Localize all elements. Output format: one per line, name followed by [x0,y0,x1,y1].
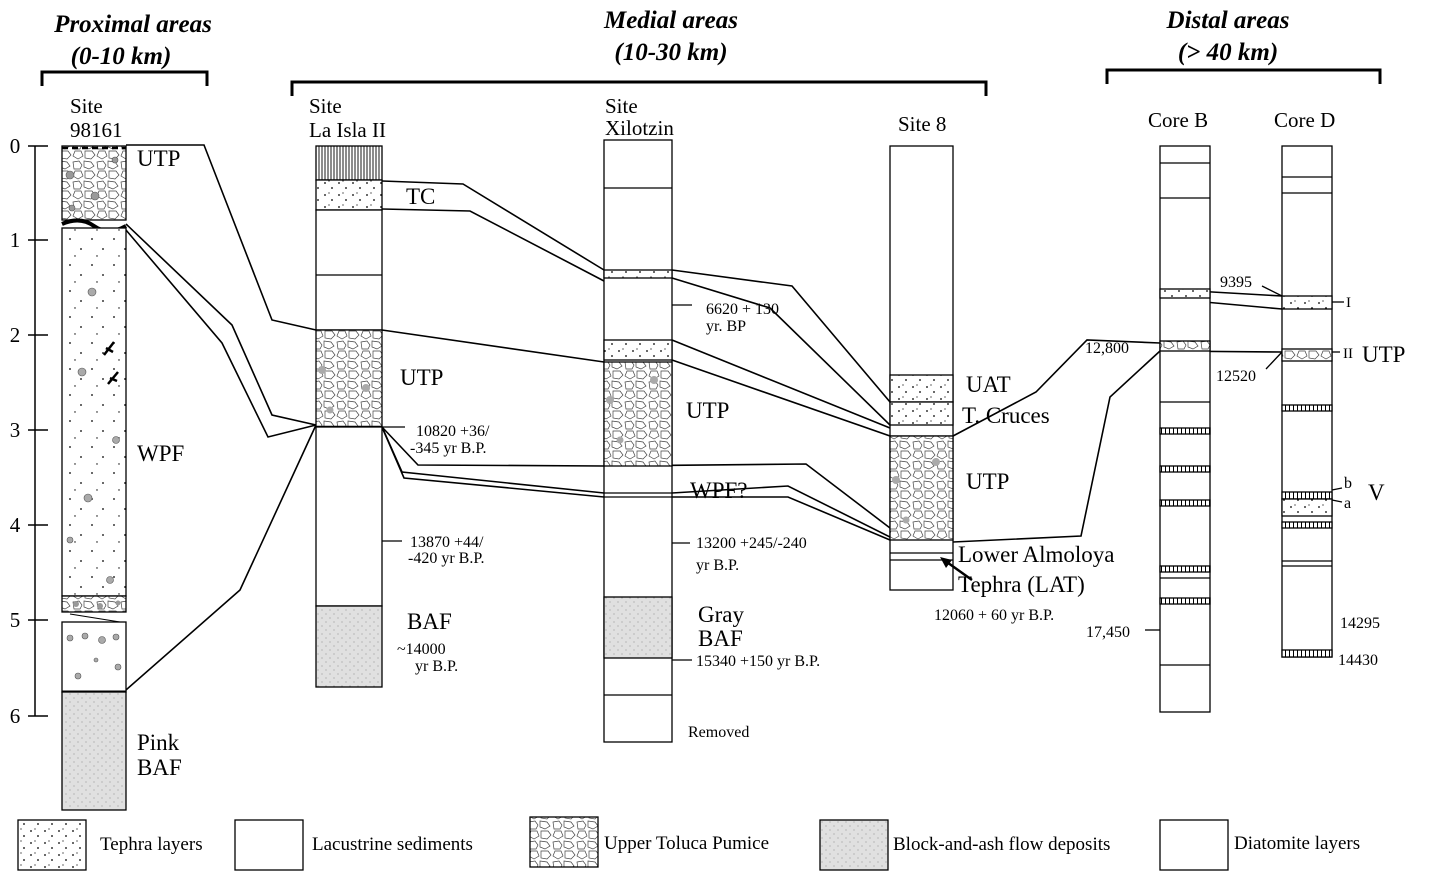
marker-a: a [1344,495,1351,512]
column-la-isla-ii: Site La Isla II TC UTP 10820 +36/ -345 y… [309,94,490,687]
date-6620: 6620 + 130 [706,301,779,318]
label-tc: TC [406,184,435,209]
label-tcruces: T. Cruces [962,403,1050,428]
svg-text:Lacustrine sediments: Lacustrine sediments [312,834,473,855]
label-utp-laisla: UTP [400,365,443,390]
marker-I: I [1346,295,1351,311]
svg-text:(10-30 km): (10-30 km) [614,39,727,66]
marker-II: II [1343,346,1353,362]
label-wpf-q: WPF? [690,478,748,503]
label-utp-xil: UTP [686,398,729,423]
svg-text:(0-10 km): (0-10 km) [71,43,172,70]
date-15340: 15340 +150 yr B.P. [696,653,820,670]
date-10820: 10820 +36/ [416,423,490,440]
legend: Tephra layers Lacustrine sediments Upper… [18,817,1360,870]
svg-text:Site 8: Site 8 [898,112,946,136]
date-17450: 17,450 [1086,624,1130,641]
column-site-8: Site 8 UAT T. Cruces UTP Lower Almoloya … [890,112,1115,624]
tick-5: 5 [10,608,21,632]
column-core-d: Core D 9395 12520 I II UTP b a V 14295 1… [1216,108,1405,669]
svg-text:(> 40 km): (> 40 km) [1178,39,1278,66]
svg-text:yr B.P.: yr B.P. [415,658,458,675]
column-site-98161: Site 98161 UTP WPF Pink BAF [62,94,184,810]
svg-text:Core B: Core B [1148,108,1208,132]
label-gray-baf: BAF [698,626,743,651]
svg-text:Diatomite layers: Diatomite layers [1234,833,1360,854]
svg-text:Medial areas: Medial areas [603,7,738,34]
legend-item-diatomite: Diatomite layers [1160,820,1360,870]
label-utp-cored: UTP [1362,342,1405,367]
label-gray: Gray [698,602,744,627]
tick-0: 0 [10,134,21,158]
svg-text:Site: Site [605,94,638,118]
date-12800: 12,800 [1085,340,1129,357]
distal-header: Distal areas (> 40 km) [1107,7,1380,84]
label-uat: UAT [966,372,1011,397]
date-9395: 9395 [1220,274,1252,291]
tick-3: 3 [10,418,21,442]
svg-text:Core D: Core D [1274,108,1335,132]
svg-text:98161: 98161 [70,118,123,142]
tick-1: 1 [10,228,21,252]
tick-6: 6 [10,704,21,728]
column-xilotzin: Site Xilotzin 6620 + 130 yr. BP UTP WPF?… [604,94,820,742]
label-lat: Lower Almoloya [958,542,1115,567]
proximal-header: Proximal areas (0-10 km) [42,11,212,86]
label-wpf: WPF [137,441,184,466]
label-removed: Removed [688,724,749,741]
svg-text:yr. BP: yr. BP [706,318,746,335]
label-pink-baf: BAF [137,755,182,780]
date-13200: 13200 +245/-240 [696,535,807,552]
svg-text:La Isla II: La Isla II [309,118,386,142]
date-12060: 12060 + 60 yr B.P. [934,607,1054,624]
depth-axis: 0 1 2 3 4 5 6 [10,134,48,728]
legend-item-lacustrine: Lacustrine sediments [235,820,473,870]
svg-text:Upper Toluca Pumice: Upper Toluca Pumice [604,833,769,854]
legend-item-baf: Block-and-ash flow deposits [820,820,1110,870]
tick-4: 4 [10,513,21,537]
medial-header: Medial areas (10-30 km) [292,7,986,96]
date-13870: 13870 +44/ [410,534,484,551]
column-core-b: Core B 12,800 17,450 [1085,108,1210,712]
date-14430: 14430 [1338,652,1378,669]
label-baf-laisla: BAF [407,609,452,634]
legend-item-pumice: Upper Toluca Pumice [530,817,769,867]
svg-text:-420 yr B.P.: -420 yr B.P. [408,550,484,567]
svg-text:-345 yr B.P.: -345 yr B.P. [410,440,486,457]
svg-text:Block-and-ash flow deposits: Block-and-ash flow deposits [893,834,1110,855]
svg-text:Site: Site [70,94,103,118]
svg-text:Proximal areas: Proximal areas [53,11,212,38]
svg-text:Xilotzin: Xilotzin [605,116,674,140]
svg-text:yr B.P.: yr B.P. [696,557,739,574]
label-pink: Pink [137,730,180,755]
svg-text:Site: Site [309,94,342,118]
date-14000: ~14000 [397,641,446,658]
marker-b: b [1344,475,1352,492]
date-14295: 14295 [1340,615,1380,632]
date-12520: 12520 [1216,368,1256,385]
label-utp-98161: UTP [137,146,180,171]
label-utp-site8: UTP [966,469,1009,494]
svg-text:Tephra (LAT): Tephra (LAT) [958,572,1085,597]
legend-item-tephra: Tephra layers [18,820,203,870]
tick-2: 2 [10,323,21,347]
svg-text:Tephra layers: Tephra layers [100,834,203,855]
marker-V: V [1368,480,1385,505]
svg-text:Distal areas: Distal areas [1166,7,1290,34]
